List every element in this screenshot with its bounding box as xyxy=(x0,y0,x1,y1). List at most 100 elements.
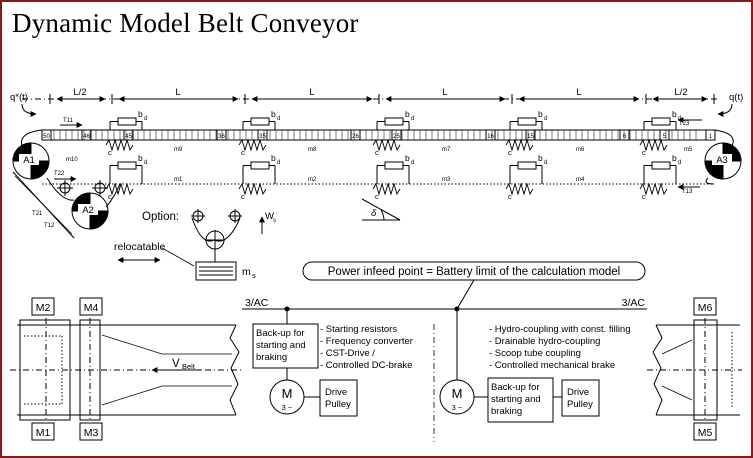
take-up-mass-label: m xyxy=(242,266,251,278)
motor-label: M3 xyxy=(84,427,99,439)
segment-number: 26 xyxy=(352,134,359,140)
backup-text: braking xyxy=(491,406,522,417)
pulley-text: Pulley xyxy=(325,399,351,410)
spring-label: c xyxy=(241,192,245,201)
ac-right-label: 3/AC xyxy=(622,297,646,309)
angle-symbol: δ xyxy=(371,208,377,219)
tension-t12: T12 xyxy=(44,223,55,229)
drive-option: - Controlled mechanical brake xyxy=(489,360,615,371)
damper-label: b xyxy=(405,109,410,119)
drum-a1: A1 xyxy=(12,142,50,180)
left-drive: Back-up for starting and braking - Start… xyxy=(252,323,413,417)
spring-label: c xyxy=(508,148,512,157)
drive-option: - Hydro-coupling with const. filling xyxy=(489,324,631,335)
right-drive: - Hydro-coupling with const. filling - D… xyxy=(439,324,631,423)
mass-label: m7 xyxy=(442,147,451,153)
drum-label: A3 xyxy=(716,155,728,166)
pulley-text: Drive xyxy=(325,387,347,398)
drum-a3: A3 xyxy=(704,142,742,180)
drum-a2: A2 xyxy=(71,192,109,230)
motor-label: M6 xyxy=(698,302,713,314)
damper-label: b xyxy=(271,109,276,119)
damper-label: b xyxy=(405,153,410,163)
motor-phase: 3 ~ xyxy=(282,403,293,412)
left-plan-view: V Belt M2 M4 M1 M3 xyxy=(10,297,242,441)
damper-label: b xyxy=(672,153,677,163)
segment-number: 35 xyxy=(259,134,266,140)
damper-label: b xyxy=(538,109,543,119)
segment-number: 1 xyxy=(709,134,713,140)
tension-t11: T11 xyxy=(63,118,74,124)
span-dimensions: L/2 L L L L L/2 xyxy=(22,87,719,104)
mass-label: m5 xyxy=(684,147,693,153)
segment-number: 5 xyxy=(663,134,667,140)
damper-label: b xyxy=(538,153,543,163)
spring-label: c xyxy=(108,148,112,157)
backup-text: braking xyxy=(256,352,287,363)
span-label: L xyxy=(576,87,581,98)
motor-phase: 3 ~ xyxy=(452,403,463,412)
damper-sub: d xyxy=(411,116,414,122)
q-left-label: q*(t) xyxy=(10,92,28,103)
infeed-label: Power infeed point = Battery limit of th… xyxy=(328,266,620,278)
span-label: L/2 xyxy=(674,87,687,98)
tension-labels: T11 T22 T21 T12 T23 T13 xyxy=(32,117,702,229)
velocity-label: V xyxy=(172,358,180,370)
motor-label: M5 xyxy=(698,427,713,439)
span-label: L xyxy=(442,87,447,98)
mass-label: m8 xyxy=(308,147,317,153)
spring-label: c xyxy=(241,148,245,157)
velocity-sub: Belt xyxy=(182,362,196,371)
span-label: L xyxy=(175,87,180,98)
drive-option: - Scoop tube coupling xyxy=(489,348,581,359)
displacement-label: W xyxy=(265,211,274,222)
damper-label: b xyxy=(672,109,677,119)
tension-t21: T21 xyxy=(32,211,43,217)
motor-symbol: M xyxy=(282,386,293,401)
motor-label: M4 xyxy=(84,302,99,314)
spring-label: c xyxy=(375,148,379,157)
mass-label: m9 xyxy=(174,147,183,153)
motor-symbol: M xyxy=(452,386,463,401)
drum-label: A2 xyxy=(82,205,94,216)
drive-option: - Starting resistors xyxy=(320,324,397,335)
spring-label: c xyxy=(508,192,512,201)
take-up-option: Option: m s W s relocatable xyxy=(114,209,276,281)
motor-label: M2 xyxy=(36,302,51,314)
drive-option: - Drainable hydro-coupling xyxy=(489,336,600,347)
q-right-label: q(t) xyxy=(729,92,743,103)
spring-label: c xyxy=(642,148,646,157)
crosshair-symbols xyxy=(57,180,108,196)
spring-label: c xyxy=(642,192,646,201)
right-plan-view: M6 M5 xyxy=(647,297,742,441)
mass-label: m3 xyxy=(442,177,451,183)
drive-option: - Controlled DC-brake xyxy=(320,360,412,371)
tension-t22: T22 xyxy=(54,171,65,177)
damper-sub: d xyxy=(544,160,547,166)
damper-sub: d xyxy=(277,160,280,166)
segment-number: 46 xyxy=(83,134,90,140)
backup-text: starting and xyxy=(491,394,541,405)
damper-label: b xyxy=(138,109,143,119)
mass-label: m2 xyxy=(308,177,317,183)
damper-sub: d xyxy=(277,116,280,122)
damper-sub: d xyxy=(411,160,414,166)
belt-wrap xyxy=(12,129,734,239)
option-label: Option: xyxy=(142,211,179,223)
segment-number: 15 xyxy=(527,134,534,140)
relocatable-label: relocatable xyxy=(114,241,166,253)
pulley-text: Pulley xyxy=(567,399,593,410)
span-label: L/2 xyxy=(73,87,86,98)
backup-text: starting and xyxy=(256,340,306,351)
mass-label: m10 xyxy=(66,157,78,163)
damper-sub: d xyxy=(678,160,681,166)
segment-number: 16 xyxy=(487,134,494,140)
spring-label: c xyxy=(375,192,379,201)
damper-sub: d xyxy=(544,116,547,122)
page-title: Dynamic Model Belt Conveyor xyxy=(12,8,359,38)
damper-sub: d xyxy=(144,160,147,166)
